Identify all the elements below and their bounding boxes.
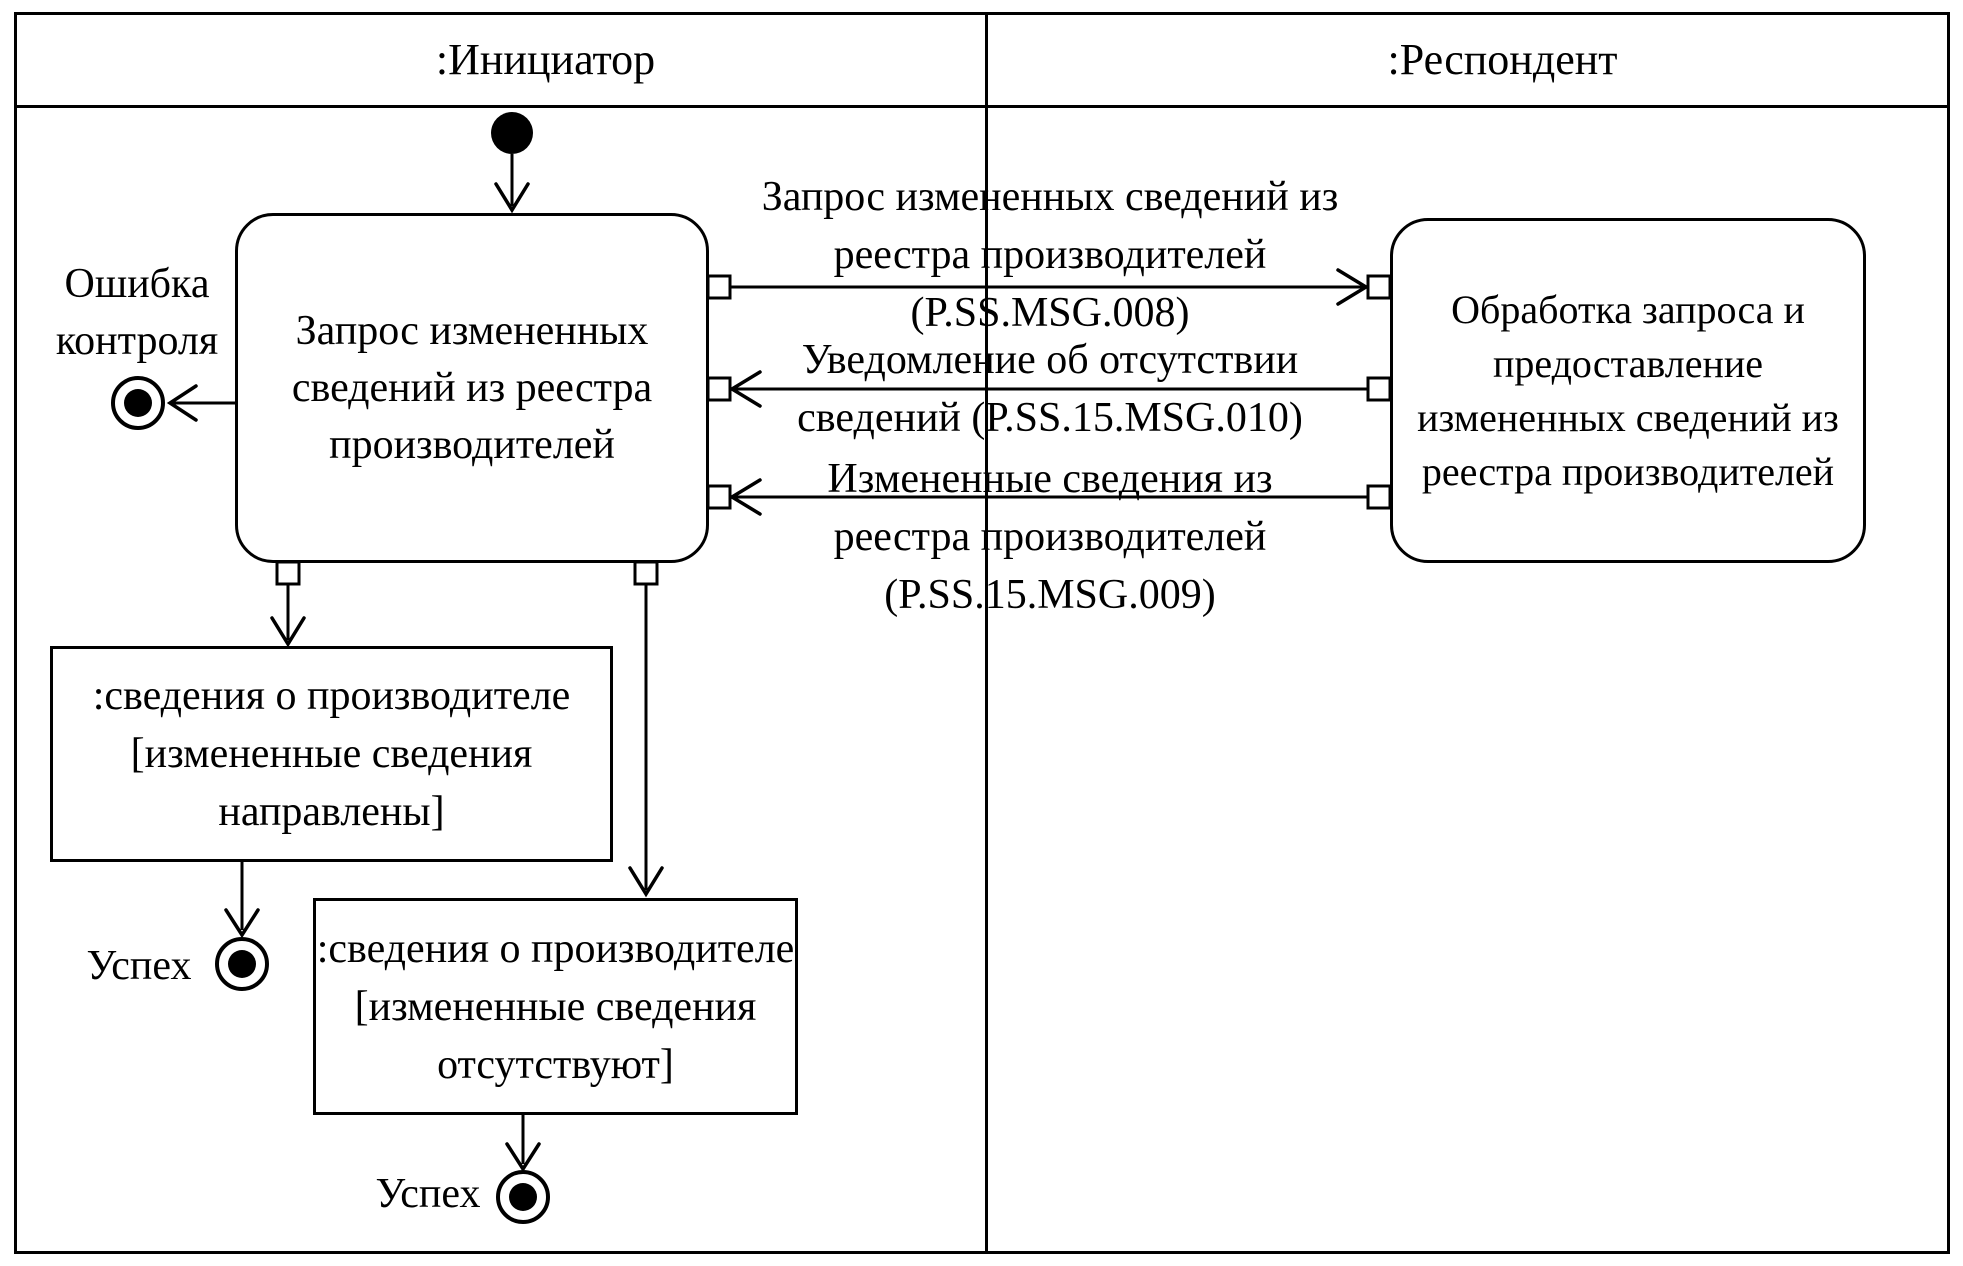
- final-node-success2-icon: [496, 1170, 550, 1224]
- lane-header-divider: [14, 105, 1950, 108]
- success-label-1: Успех: [86, 943, 192, 989]
- initiator-activity-line: Запрос измененных: [295, 307, 649, 354]
- flow-success2-arrow: [505, 1115, 541, 1173]
- message3-arrow: [728, 478, 1368, 516]
- message1-label-line: Запрос измененных сведений из: [761, 174, 1339, 220]
- respondent-activity-line: реестра производителей: [1421, 448, 1835, 494]
- respondent-activity-line: измененных сведений из: [1417, 394, 1839, 440]
- final-node-success1-icon: [215, 937, 269, 991]
- flow-to-object1-arrow: [270, 584, 306, 648]
- message3-label: Измененные сведения из реестра производи…: [720, 450, 1380, 624]
- message1-label-line: (P.SS.MSG.008): [910, 290, 1190, 336]
- initiator-activity-line: сведений из реестра: [291, 364, 653, 411]
- final-node-error-icon: [111, 376, 165, 430]
- respondent-activity-line: предоставление: [1492, 340, 1764, 386]
- object-node-line: :сведения о производителе: [92, 673, 571, 719]
- object-node-changed-data-sent: :сведения о производителе [измененные св…: [50, 646, 613, 862]
- error-label: Ошибка контроля: [27, 256, 247, 370]
- respondent-activity-line: Обработка запроса и: [1451, 286, 1805, 332]
- error-label-line: контроля: [55, 318, 219, 364]
- lane-title-respondent: :Респондент: [1387, 35, 1618, 84]
- error-label-line: Ошибка: [64, 261, 210, 307]
- success-label-2: Успех: [375, 1171, 481, 1217]
- flow-success1-arrow: [224, 862, 260, 939]
- message3-label-line: Измененные сведения из: [827, 456, 1273, 502]
- port-initiator-out1: [275, 560, 301, 586]
- flow-error-arrow: [166, 384, 235, 422]
- message3-label-line: реестра производителей: [833, 514, 1267, 560]
- swimlane-divider: [985, 12, 988, 1254]
- initial-node-icon: [491, 112, 533, 214]
- object-node-line: [измененные сведения: [354, 983, 757, 1030]
- message2-label-line: Уведомление об отсутствии: [801, 337, 1299, 383]
- message3-label-line: (P.SS.15.MSG.009): [884, 572, 1216, 618]
- object-node-line: :сведения о производителе: [316, 925, 795, 972]
- object-node-changed-data-absent: :сведения о производителе [измененные св…: [313, 898, 798, 1115]
- message2-arrow: [728, 370, 1368, 408]
- object-node-line: [измененные сведения: [130, 731, 533, 777]
- message1-label-line: реестра производителей: [833, 232, 1267, 278]
- object-node-line: отсутствуют]: [437, 1041, 674, 1088]
- message2-label-line: сведений (P.SS.15.MSG.010): [797, 395, 1303, 441]
- initiator-activity-line: производителей: [329, 421, 615, 468]
- respondent-activity-node: Обработка запроса и предоставление измен…: [1390, 218, 1866, 563]
- diagram-border: [14, 12, 1950, 1254]
- message2-label: Уведомление об отсутствии сведений (P.SS…: [720, 331, 1380, 447]
- message1-arrow: [730, 268, 1370, 306]
- lane-title-initiator: :Инициатор: [435, 35, 656, 84]
- flow-to-object2-arrow: [628, 584, 664, 898]
- port-initiator-out2: [633, 560, 659, 586]
- object-node-line: направлены]: [218, 789, 445, 835]
- message1-label: Запрос измененных сведений из реестра пр…: [720, 168, 1380, 342]
- initiator-activity-node: Запрос измененных сведений из реестра пр…: [235, 213, 709, 563]
